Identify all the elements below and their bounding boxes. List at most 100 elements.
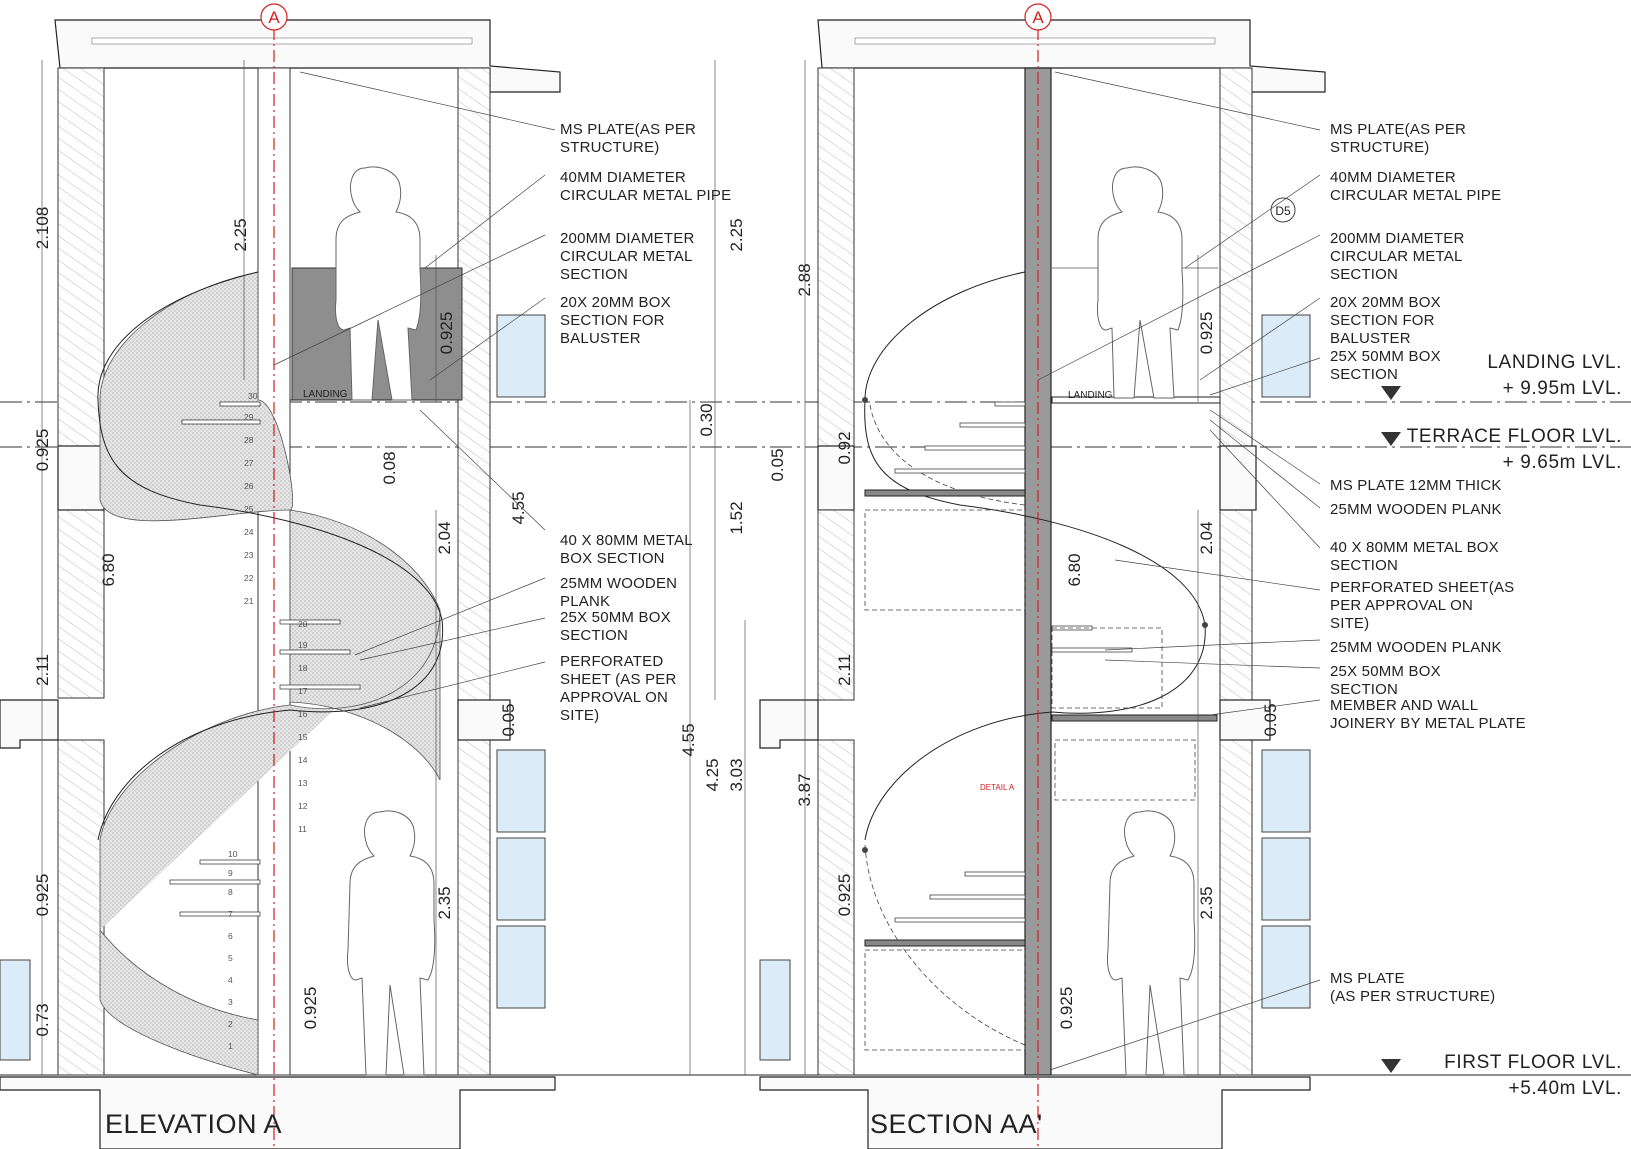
- step-number: 24: [244, 527, 254, 537]
- tread: [994, 401, 1026, 407]
- hidden-tread-block: [864, 949, 1026, 1051]
- section-title: SECTION AA': [870, 1109, 1043, 1139]
- elevation-a-panel: A 30 29 28 27 26 25 24 23 22 21 20 19 18…: [0, 3, 746, 1149]
- detail-a-label: DETAIL A: [980, 783, 1015, 792]
- callout-perforated: PER APPROVAL ON: [1330, 597, 1473, 614]
- detail-tag-circle: [1270, 197, 1296, 223]
- leader-line: [1209, 409, 1321, 485]
- leader-line: [1037, 234, 1321, 381]
- dim-text: 0.925: [1057, 987, 1076, 1030]
- window-left: [759, 959, 791, 1061]
- elevation-title: ELEVATION A: [105, 1109, 282, 1139]
- left-balcony-slab: [759, 699, 819, 749]
- callout-perforated: PERFORATED SHEET(AS: [1330, 579, 1514, 596]
- callout-baluster: BALUSTER: [560, 330, 641, 347]
- leader-line: [1209, 429, 1321, 549]
- callout-perforated: APPROVAL ON: [560, 689, 668, 706]
- elevation-treads: [169, 401, 361, 917]
- step-number: 3: [228, 997, 233, 1007]
- tread: [279, 649, 351, 655]
- callout-pipe: CIRCULAR METAL PIPE: [1330, 187, 1501, 204]
- window-3: [496, 925, 546, 1009]
- step-number: 8: [228, 887, 233, 897]
- callout-ms-plate-base: MS PLATE: [1330, 970, 1405, 987]
- tread: [924, 445, 1026, 451]
- callout-section: CIRCULAR METAL: [560, 248, 693, 265]
- callout-box-section: 40 X 80MM METAL: [560, 532, 693, 549]
- right-wall: [1219, 67, 1253, 1076]
- callout-baluster: BALUSTER: [1330, 330, 1411, 347]
- step-number: 28: [244, 435, 254, 445]
- callout-ms-plate: MS PLATE(AS PER: [1330, 121, 1466, 138]
- axis-bubble: [1024, 3, 1052, 31]
- person-figure-lower: [1107, 810, 1196, 1076]
- callout-wooden-plank: 25MM WOODEN PLANK: [1330, 501, 1502, 518]
- tread: [219, 401, 261, 407]
- floor-slab: [0, 1076, 556, 1149]
- step-number: 7: [228, 909, 233, 919]
- dim-text: 2.04: [435, 521, 454, 554]
- joint-dot: [1202, 622, 1208, 628]
- step-number: 1: [228, 1041, 233, 1051]
- level-markers: LANDING LVL. + 9.95m LVL. TERRACE FLOOR …: [1381, 352, 1622, 1099]
- tread: [959, 422, 1026, 428]
- callout-baluster: SECTION FOR: [560, 312, 665, 329]
- left-balcony-slab: [0, 699, 59, 749]
- leader-line: [299, 71, 556, 131]
- callout-box-50-2: SECTION: [1330, 681, 1398, 698]
- elevation-dimension-lines: [41, 60, 746, 1075]
- step-number: 18: [298, 663, 308, 673]
- callout-joinery: JOINERY BY METAL PLATE: [1330, 715, 1526, 732]
- section-callouts: MS PLATE(AS PER STRUCTURE) 40MM DIAMETER…: [1330, 121, 1526, 1005]
- step-number: 6: [228, 931, 233, 941]
- callout-box-50: 25X 50MM BOX: [560, 609, 671, 626]
- callout-box-50: SECTION: [560, 627, 628, 644]
- callout-pipe: CIRCULAR METAL PIPE: [560, 187, 731, 204]
- tread: [964, 871, 1026, 877]
- leader-line: [354, 577, 546, 656]
- terrace-level-label: TERRACE FLOOR LVL.: [1407, 426, 1622, 447]
- tread: [929, 894, 1026, 900]
- leader-line: [429, 297, 546, 381]
- person-figure-upper: [335, 166, 422, 401]
- section-dimension-lines: [804, 60, 1199, 1075]
- section-leaders: [1037, 71, 1321, 1071]
- first-floor-beam-right: [457, 699, 511, 741]
- window-2: [496, 837, 546, 921]
- dim-text: 0.30: [697, 403, 716, 436]
- tread: [279, 619, 341, 625]
- callout-box-50-2: 25X 50MM BOX: [1330, 663, 1441, 680]
- dim-text: 4.25: [703, 758, 722, 791]
- leader-line: [1209, 357, 1321, 396]
- leader-line: [1184, 174, 1321, 269]
- leader-line: [1114, 559, 1321, 591]
- dim-text: 3.03: [727, 758, 746, 791]
- hidden-tread-block: [1051, 627, 1163, 709]
- axis-marker-label: A: [268, 8, 280, 27]
- dim-text: 0.05: [1261, 703, 1280, 736]
- step-number: 26: [244, 481, 254, 491]
- hidden-treads: [864, 509, 1196, 1051]
- callout-ms-plate: STRUCTURE): [560, 139, 660, 156]
- window-1: [1261, 749, 1311, 833]
- dim-text: 2.35: [1197, 886, 1216, 919]
- roof-coping: [91, 37, 473, 45]
- dim-text: 0.925: [835, 874, 854, 917]
- landing-level-value: + 9.95m LVL.: [1503, 378, 1622, 399]
- left-wall-upper: [57, 67, 105, 509]
- level-triangle-icon: [1381, 432, 1401, 446]
- tread: [199, 859, 261, 865]
- terrace-beam-right: [1219, 445, 1257, 511]
- step-number: 13: [298, 778, 308, 788]
- tread-beam: [864, 939, 1026, 947]
- dim-text: 6.80: [99, 553, 118, 586]
- first-floor-beam-right: [1219, 699, 1271, 741]
- dim-text: 2.25: [727, 218, 746, 251]
- leader-line: [424, 174, 546, 269]
- dim-text: 0.73: [33, 1003, 52, 1036]
- tread: [894, 468, 1026, 474]
- tread-beam: [1051, 714, 1218, 722]
- tread-beam: [864, 489, 1026, 497]
- step-number: 29: [244, 412, 254, 422]
